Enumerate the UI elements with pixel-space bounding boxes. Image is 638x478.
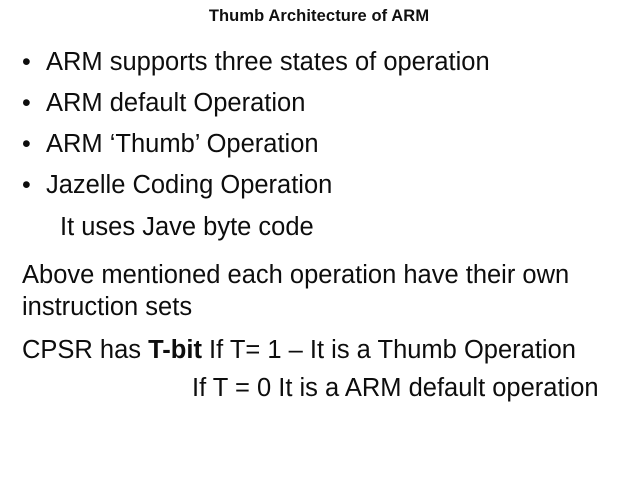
list-item-label: ARM ‘Thumb’ Operation xyxy=(46,130,319,158)
bullet-icon: • xyxy=(22,130,31,158)
arm-default-line: If T = 0 It is a ARM default operation xyxy=(192,374,599,402)
page-title: Thumb Architecture of ARM xyxy=(208,7,430,25)
bullet-icon: • xyxy=(22,171,31,199)
list-item-label: ARM default Operation xyxy=(46,89,306,117)
list-item: • Jazelle Coding Operation xyxy=(0,169,638,210)
list-item: • ARM supports three states of operation xyxy=(0,46,638,87)
list-item: • ARM ‘Thumb’ Operation xyxy=(0,128,638,169)
cpsr-line: CPSR has T-bit If T= 1 – It is a Thumb O… xyxy=(0,333,638,367)
list-item-label: ARM supports three states of operation xyxy=(46,48,490,76)
bullet-icon: • xyxy=(22,89,31,117)
body-paragraph: Above mentioned each operation have thei… xyxy=(22,261,570,321)
list-item-label: Jazelle Coding Operation xyxy=(46,171,333,199)
bullet-icon: • xyxy=(22,48,31,76)
list-item: • ARM default Operation xyxy=(0,87,638,128)
sub-note-line: It uses Jave byte code xyxy=(60,213,314,241)
cpsr-suffix: If T= 1 – It is a Thumb Operation xyxy=(201,336,576,364)
slide-body: • ARM supports three states of operation… xyxy=(0,46,638,405)
cpsr-prefix: CPSR has xyxy=(22,336,149,364)
cpsr-emphasis: T-bit xyxy=(148,336,202,364)
